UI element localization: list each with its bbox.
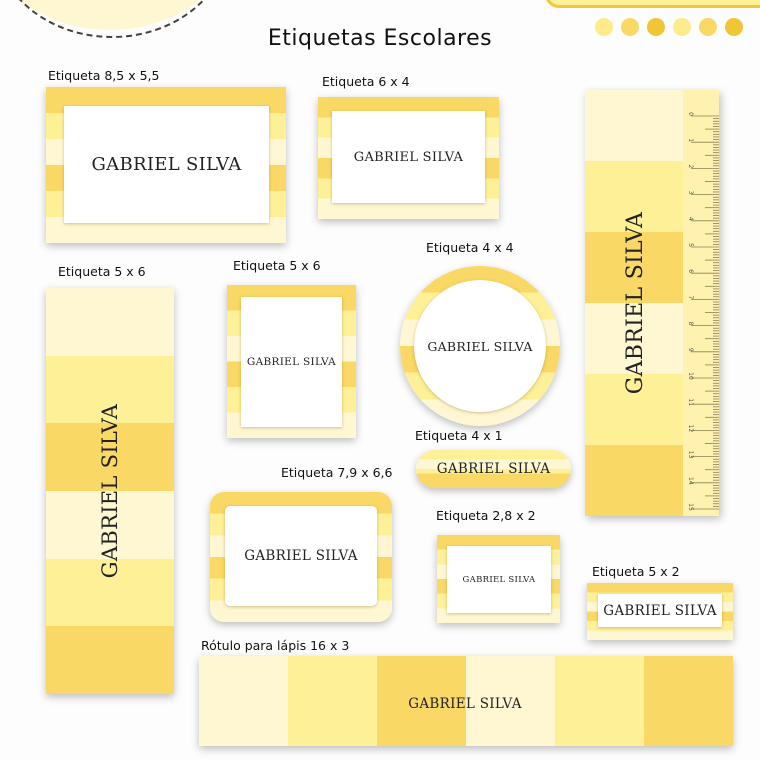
label-inner: GABRIEL SILVA bbox=[332, 111, 485, 203]
label-inner: GABRIEL SILVA bbox=[199, 656, 733, 746]
label-6x4[interactable]: GABRIEL SILVA bbox=[318, 97, 499, 219]
label-4x1-pill[interactable]: GABRIEL SILVA bbox=[416, 450, 571, 488]
label-name: GABRIEL SILVA bbox=[408, 696, 522, 712]
label-2-8x2[interactable]: GABRIEL SILVA bbox=[437, 535, 560, 623]
label-caption: Etiqueta 5 x 2 bbox=[592, 564, 680, 579]
dot-icon bbox=[699, 18, 717, 36]
svg-text:4: 4 bbox=[687, 217, 694, 221]
svg-text:13: 13 bbox=[687, 451, 694, 459]
label-stripes bbox=[46, 288, 174, 694]
svg-text:2: 2 bbox=[687, 164, 694, 168]
label-inner: GABRIEL SILVA bbox=[598, 594, 722, 627]
label-caption: Etiqueta 2,8 x 2 bbox=[436, 508, 536, 523]
ruler-stripes bbox=[585, 90, 683, 516]
label-5x2[interactable]: GABRIEL SILVA bbox=[587, 583, 733, 640]
label-inner: GABRIEL SILVA bbox=[64, 106, 269, 223]
svg-text:9: 9 bbox=[687, 348, 694, 352]
label-pencil-16x3[interactable]: GABRIEL SILVA bbox=[199, 656, 733, 746]
label-stripes bbox=[199, 656, 733, 746]
dot-icon bbox=[725, 18, 743, 36]
label-5x6-tall[interactable]: GABRIEL SILVA bbox=[46, 288, 174, 694]
label-caption: Etiqueta 8,5 x 5,5 bbox=[48, 68, 160, 83]
svg-text:7: 7 bbox=[687, 295, 694, 299]
label-inner: GABRIEL SILVA bbox=[416, 450, 571, 488]
svg-text:0: 0 bbox=[687, 112, 694, 116]
svg-text:1: 1 bbox=[687, 138, 694, 142]
label-caption: Rótulo para lápis 16 x 3 bbox=[201, 638, 350, 653]
label-4x4-round[interactable]: GABRIEL SILVA bbox=[400, 266, 560, 426]
label-name: GABRIEL SILVA bbox=[603, 602, 717, 619]
label-name: GABRIEL SILVA bbox=[98, 403, 122, 579]
dot-icon bbox=[595, 18, 613, 36]
label-inner: GABRIEL SILVA bbox=[414, 280, 546, 412]
label-inner: GABRIEL SILVA bbox=[241, 297, 342, 427]
label-name: GABRIEL SILVA bbox=[91, 154, 242, 175]
label-inner: GABRIEL SILVA bbox=[225, 506, 377, 606]
svg-text:15: 15 bbox=[687, 503, 694, 511]
label-name: GABRIEL SILVA bbox=[427, 338, 533, 354]
svg-text:6: 6 bbox=[687, 269, 694, 273]
decorative-top-bar bbox=[545, 0, 760, 8]
svg-text:3: 3 bbox=[687, 191, 694, 195]
label-8-5x5-5[interactable]: GABRIEL SILVA bbox=[46, 87, 286, 243]
label-caption: Etiqueta 4 x 4 bbox=[426, 240, 514, 255]
dot-icon bbox=[673, 18, 691, 36]
svg-text:10: 10 bbox=[687, 372, 694, 380]
label-caption: Etiqueta 5 x 6 bbox=[58, 264, 146, 279]
dot-icon bbox=[647, 18, 665, 36]
label-caption: Etiqueta 6 x 4 bbox=[322, 74, 410, 89]
label-caption: Etiqueta 4 x 1 bbox=[415, 428, 503, 443]
label-7-9x6-6[interactable]: GABRIEL SILVA bbox=[210, 492, 392, 622]
dot-icon bbox=[621, 18, 639, 36]
label-5x6[interactable]: GABRIEL SILVA bbox=[227, 285, 356, 438]
label-name: GABRIEL SILVA bbox=[622, 211, 648, 395]
label-name: GABRIEL SILVA bbox=[436, 461, 551, 477]
label-inner: GABRIEL SILVA bbox=[447, 546, 551, 613]
decorative-dots bbox=[595, 18, 743, 36]
label-name: GABRIEL SILVA bbox=[353, 149, 464, 165]
svg-text:12: 12 bbox=[687, 425, 694, 433]
svg-text:5: 5 bbox=[687, 243, 694, 247]
svg-text:11: 11 bbox=[687, 398, 694, 406]
label-name: GABRIEL SILVA bbox=[462, 574, 536, 585]
svg-text:8: 8 bbox=[687, 322, 694, 326]
label-name: GABRIEL SILVA bbox=[244, 548, 358, 564]
label-caption: Etiqueta 5 x 6 bbox=[233, 258, 321, 273]
label-caption: Etiqueta 7,9 x 6,6 bbox=[281, 465, 393, 480]
svg-text:14: 14 bbox=[687, 477, 694, 485]
label-name: GABRIEL SILVA bbox=[246, 356, 337, 368]
ruler-name-container: GABRIEL SILVA bbox=[620, 211, 650, 395]
page-title: Etiquetas Escolares bbox=[267, 26, 493, 51]
vertical-name-container: GABRIEL SILVA bbox=[95, 401, 125, 581]
